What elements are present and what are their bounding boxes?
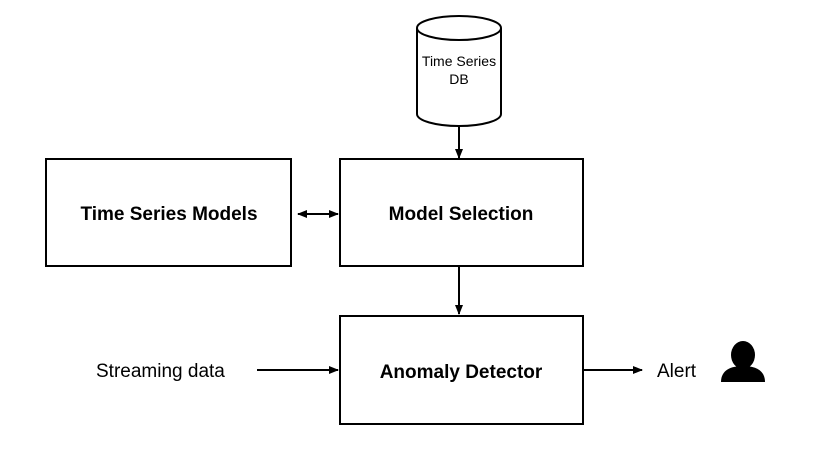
model-selection-label: Model Selection	[389, 204, 534, 225]
database-label-line2: DB	[449, 71, 468, 87]
time-series-models-label: Time Series Models	[80, 204, 257, 225]
time-series-models-node: Time Series Models	[45, 158, 292, 267]
model-selection-box	[339, 158, 584, 267]
time-series-models-box	[45, 158, 292, 267]
alert-label: Alert	[657, 361, 697, 382]
database-node: Time Series DB	[416, 15, 502, 127]
anomaly-detector-box	[339, 315, 584, 425]
database-cylinder-top	[416, 15, 502, 41]
database-cylinder-body	[416, 28, 502, 127]
anomaly-detector-node: Anomaly Detector	[339, 315, 584, 425]
streaming-data-label: Streaming data	[96, 361, 225, 382]
anomaly-detector-label: Anomaly Detector	[380, 362, 543, 383]
user-icon	[721, 341, 765, 382]
database-label-line1: Time Series	[422, 53, 496, 69]
model-selection-node: Model Selection	[339, 158, 584, 267]
